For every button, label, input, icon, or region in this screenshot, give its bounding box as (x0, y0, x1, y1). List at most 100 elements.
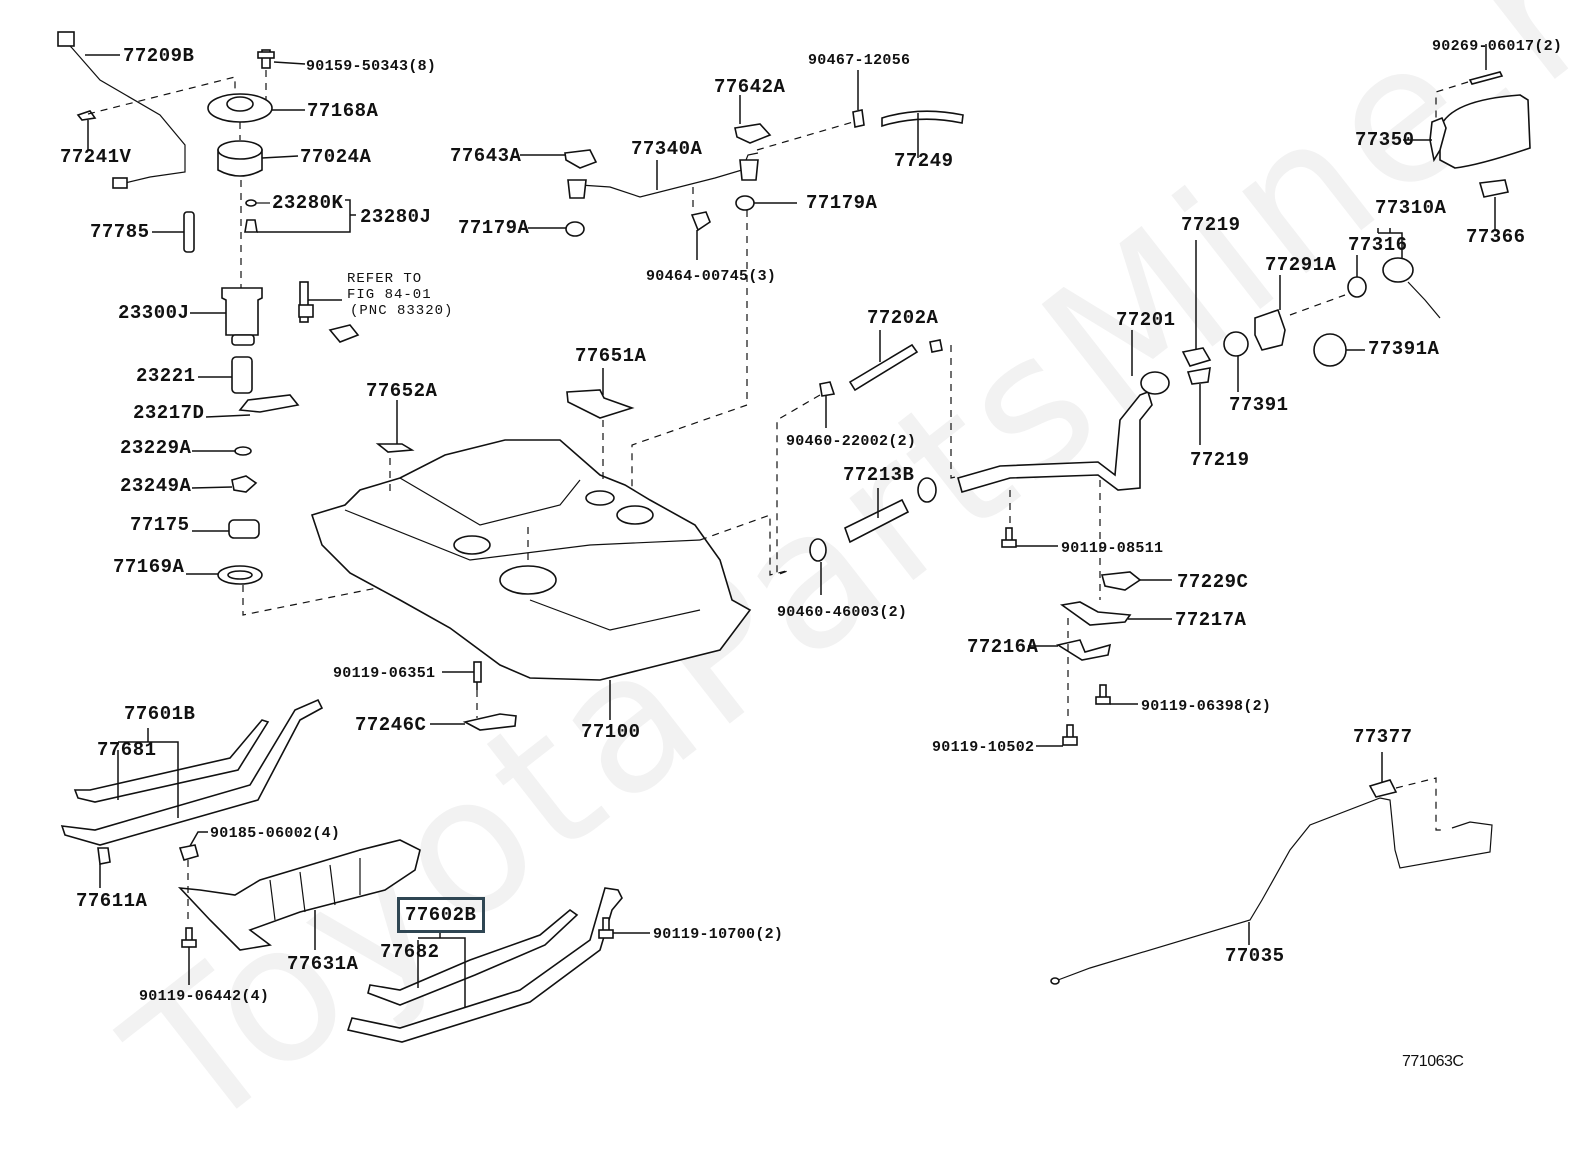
part-23249A (231, 475, 258, 493)
label-77391: 77391 (1229, 394, 1289, 416)
part-77316 (1347, 276, 1367, 298)
part-77219-lower (1186, 367, 1211, 385)
label-23221: 23221 (136, 365, 196, 387)
reference-note-line2: FIG 84-01 (347, 287, 432, 303)
part-77209B-connector (57, 31, 75, 47)
part-77631A-shield (177, 839, 421, 951)
part-77602B-strap (346, 887, 623, 1043)
label-23300J: 23300J (118, 302, 190, 324)
part-77213B-hose (844, 498, 910, 544)
label-23280J: 23280J (360, 206, 432, 228)
label-90119-06442: 90119-06442(4) (139, 988, 270, 1005)
label-77785: 77785 (90, 221, 150, 243)
label-23229A: 23229A (120, 437, 192, 459)
parts-diagram: ToyotaPartsMine.ru (57, 0, 1592, 1174)
label-90464-00745: 90464-00745(3) (646, 268, 777, 285)
label-77213B: 77213B (843, 464, 915, 486)
label-90467-12056: 90467-12056 (808, 52, 911, 69)
part-sender-ref (299, 281, 309, 323)
label-90185-06002: 90185-06002(4) (210, 825, 341, 842)
part-77651A (566, 389, 635, 419)
label-23249A: 23249A (120, 475, 192, 497)
label-77652A: 77652A (366, 380, 438, 402)
label-77611A: 77611A (76, 890, 148, 912)
part-77179A-left (565, 221, 585, 237)
label-77024A: 77024A (300, 146, 372, 168)
label-77310A: 77310A (1375, 197, 1447, 219)
part-77350-fuel-door (1439, 94, 1531, 169)
label-77681: 77681 (97, 739, 157, 761)
part-77391A (1313, 333, 1347, 367)
label-77209B: 77209B (123, 45, 195, 67)
label-90119-10700: 90119-10700(2) (653, 926, 784, 943)
part-90467-clip (852, 109, 865, 128)
part-77175 (228, 519, 260, 539)
label-77175: 77175 (130, 514, 190, 536)
label-77246C: 77246C (355, 714, 427, 736)
label-23217D: 23217D (133, 402, 205, 424)
part-77652A (375, 443, 415, 453)
part-77340A-tube (579, 152, 759, 198)
part-23229A (234, 446, 252, 456)
label-90119-06351: 90119-06351 (333, 665, 436, 682)
part-clamp-upper-l (819, 381, 836, 397)
label-77100: 77100 (581, 721, 641, 743)
label-90119-06398: 90119-06398(2) (1141, 698, 1272, 715)
label-77216A: 77216A (967, 636, 1039, 658)
label-90119-10502: 90119-10502 (932, 739, 1035, 756)
label-90119-08511: 90119-08511 (1061, 540, 1164, 557)
part-77681-strap (73, 719, 270, 803)
label-77366: 77366 (1466, 226, 1526, 248)
reference-note-line1: REFER TO (347, 271, 423, 287)
part-23280K (245, 199, 257, 207)
label-77241V: 77241V (60, 146, 132, 168)
part-77035-cable (1057, 797, 1493, 981)
part-77209B-end (112, 177, 128, 189)
part-77377-clip (1368, 779, 1398, 798)
part-bolt-90159 (261, 49, 271, 69)
label-90159-50343: 90159-50343(8) (306, 58, 437, 75)
part-90185-nut (178, 844, 199, 861)
part-23217D (238, 394, 300, 413)
part-77217A (1059, 601, 1132, 626)
label-77035: 77035 (1225, 945, 1285, 967)
part-77643A (564, 149, 598, 169)
diagram-drawing (57, 31, 1531, 1043)
label-77340A: 77340A (631, 138, 703, 160)
part-23221 (231, 356, 253, 394)
part-77249-hose (881, 110, 964, 128)
part-77682-strap (367, 908, 579, 1006)
label-77169A: 77169A (113, 556, 185, 578)
label-77219-top: 77219 (1181, 214, 1241, 236)
label-90460-46003: 90460-46003(2) (777, 604, 908, 621)
highlight-box-77602B (397, 897, 485, 933)
part-clamp-upper-r (929, 339, 943, 353)
part-77366 (1478, 179, 1509, 198)
part-77642A (734, 123, 772, 144)
reference-note-line3: (PNC 83320) (350, 303, 454, 319)
figure-code: 771063C (1402, 1053, 1464, 1070)
label-77249: 77249 (894, 150, 954, 172)
label-77219-bottom: 77219 (1190, 449, 1250, 471)
part-90460-46003-clamp (809, 538, 827, 562)
part-77785 (183, 211, 195, 253)
label-90460-22002: 90460-22002(2) (786, 433, 917, 450)
part-77291A (1254, 308, 1286, 351)
part-77201-filler-pipe (957, 390, 1153, 493)
part-77601B-strap (60, 698, 324, 846)
part-77179A-right (735, 195, 755, 211)
label-77377: 77377 (1353, 726, 1413, 748)
part-90269-screw (1468, 71, 1504, 85)
label-23280K: 23280K (272, 192, 344, 214)
part-77310A-cap (1382, 257, 1414, 283)
label-77601B: 77601B (124, 703, 196, 725)
part-clamp-77213 (917, 477, 937, 503)
label-77168A: 77168A (307, 100, 379, 122)
part-77202A-hose (848, 343, 919, 392)
label-77316: 77316 (1348, 234, 1408, 256)
label-77642A: 77642A (714, 76, 786, 98)
label-77179A-left: 77179A (458, 217, 530, 239)
label-77602B[interactable]: 77602B (405, 904, 477, 926)
label-77201: 77201 (1116, 309, 1176, 331)
part-23280J (244, 219, 258, 233)
